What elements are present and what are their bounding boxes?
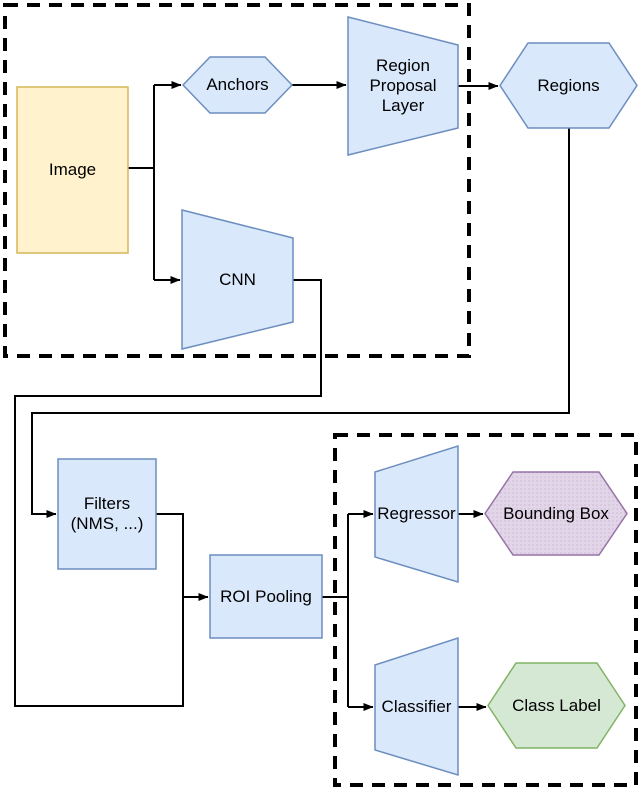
detection-head-group-dashed-border [333, 433, 638, 787]
region-proposal-layer-node [347, 16, 459, 156]
connector-filters-out [156, 513, 184, 597]
rpn-group-dashed-border [3, 3, 471, 358]
bounding-box-dot-texture [485, 472, 627, 555]
regions-node [499, 42, 638, 129]
connector-cnn-to-roi [14, 279, 322, 707]
regressor-node [374, 444, 459, 584]
anchors-node [181, 56, 294, 114]
filters-node [57, 458, 157, 570]
classifier-node [374, 636, 459, 777]
connector-regions-to-filters [31, 128, 570, 518]
cnn-node [181, 209, 294, 350]
class-label-node [487, 662, 626, 749]
roi-pooling-node [209, 554, 323, 639]
image-node [16, 86, 129, 254]
